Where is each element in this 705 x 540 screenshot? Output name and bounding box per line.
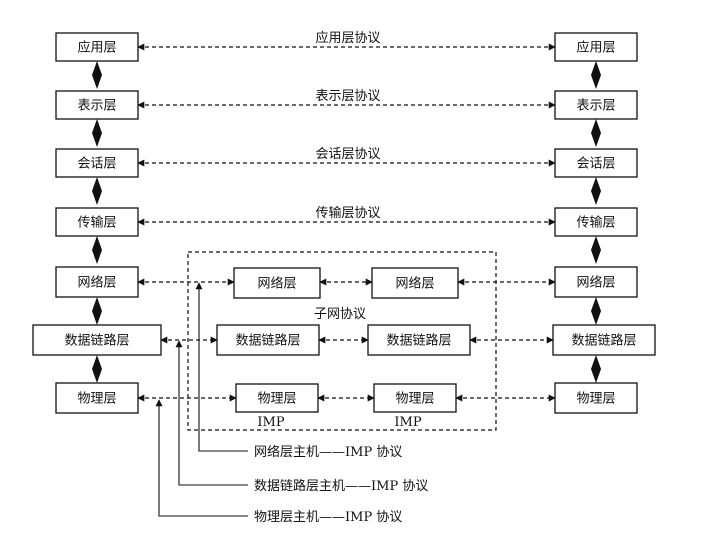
- left-presentation-label: 表示层: [77, 99, 116, 114]
- left-datalink-layer: 数据链路层: [32, 324, 162, 356]
- right-datalink-layer: 数据链路层: [552, 324, 656, 356]
- left-network-layer: 网络层: [55, 266, 139, 298]
- right-layer-connectors: [591, 61, 601, 383]
- left-application-layer: 应用层: [55, 32, 139, 62]
- network-legend-pointer: [195, 282, 248, 452]
- left-presentation-layer: 表示层: [55, 90, 139, 120]
- imp1-physical-layer: 物理层: [235, 383, 319, 413]
- subnet-protocol-label: 子网协议: [314, 307, 366, 322]
- left-application-label: 应用层: [77, 40, 116, 56]
- application-protocol-label: 应用层协议: [315, 30, 380, 46]
- right-presentation-label: 表示层: [576, 99, 615, 114]
- left-layer-connectors: [92, 61, 102, 383]
- imp2-network-layer: 网络层: [371, 267, 459, 299]
- imp2-datalink-label: 数据链路层: [386, 333, 451, 349]
- datalink-legend-pointer: [175, 340, 248, 486]
- imp1-network-layer: 网络层: [233, 267, 321, 299]
- imp2-physical-layer: 物理层: [373, 383, 457, 413]
- left-physical-layer: 物理层: [55, 382, 139, 414]
- legend-physical-protocol: 物理层主机——IMP 协议: [254, 510, 402, 525]
- right-datalink-label: 数据链路层: [571, 333, 636, 349]
- right-session-label: 会话层: [576, 157, 615, 172]
- imp2-physical-label: 物理层: [395, 392, 434, 407]
- legend-network-protocol: 网络层主机——IMP 协议: [254, 444, 402, 460]
- left-session-layer: 会话层: [55, 148, 139, 178]
- imp2-network-label: 网络层: [395, 276, 434, 292]
- imp1-physical-label: 物理层: [257, 392, 296, 407]
- right-physical-label: 物理层: [576, 392, 615, 407]
- imp-1: 网络层 数据链路层 物理层 IMP: [216, 267, 321, 430]
- host-left: 应用层 表示层 会话层 传输层 网络层 数据链路层 物理层: [32, 32, 162, 414]
- right-network-label: 网络层: [576, 275, 615, 291]
- imp1-datalink-layer: 数据链路层: [216, 324, 320, 356]
- imp1-datalink-label: 数据链路层: [235, 333, 300, 349]
- right-application-layer: 应用层: [554, 32, 638, 62]
- presentation-protocol-label: 表示层协议: [315, 89, 380, 104]
- physical-legend-pointer: [155, 399, 248, 517]
- session-protocol-label: 会话层协议: [315, 147, 380, 162]
- imp1-label: IMP: [257, 415, 284, 430]
- right-application-label: 应用层: [576, 40, 615, 56]
- host-right: 应用层 表示层 会话层 传输层 网络层 数据链路层 物理层: [552, 32, 656, 414]
- left-datalink-label: 数据链路层: [64, 333, 129, 349]
- right-session-layer: 会话层: [554, 148, 638, 178]
- right-transport-label: 传输层: [576, 215, 615, 231]
- right-physical-layer: 物理层: [554, 382, 638, 414]
- imp1-network-label: 网络层: [257, 276, 296, 292]
- transport-protocol-label: 传输层协议: [315, 205, 380, 221]
- imp2-datalink-layer: 数据链路层: [367, 324, 471, 356]
- legend-pointers: [155, 282, 248, 517]
- left-physical-label: 物理层: [77, 392, 116, 407]
- left-network-label: 网络层: [77, 275, 116, 291]
- left-session-label: 会话层: [77, 157, 116, 172]
- imp2-label: IMP: [394, 415, 421, 430]
- left-transport-layer: 传输层: [55, 207, 139, 237]
- peer-protocol-arrows: [137, 43, 556, 226]
- right-network-layer: 网络层: [554, 266, 638, 298]
- right-transport-layer: 传输层: [554, 207, 638, 237]
- legend-datalink-protocol: 数据链路层主机——IMP 协议: [254, 478, 428, 494]
- right-presentation-layer: 表示层: [554, 90, 638, 120]
- imp-2: 网络层 数据链路层 物理层 IMP: [367, 267, 471, 430]
- left-transport-label: 传输层: [77, 215, 116, 231]
